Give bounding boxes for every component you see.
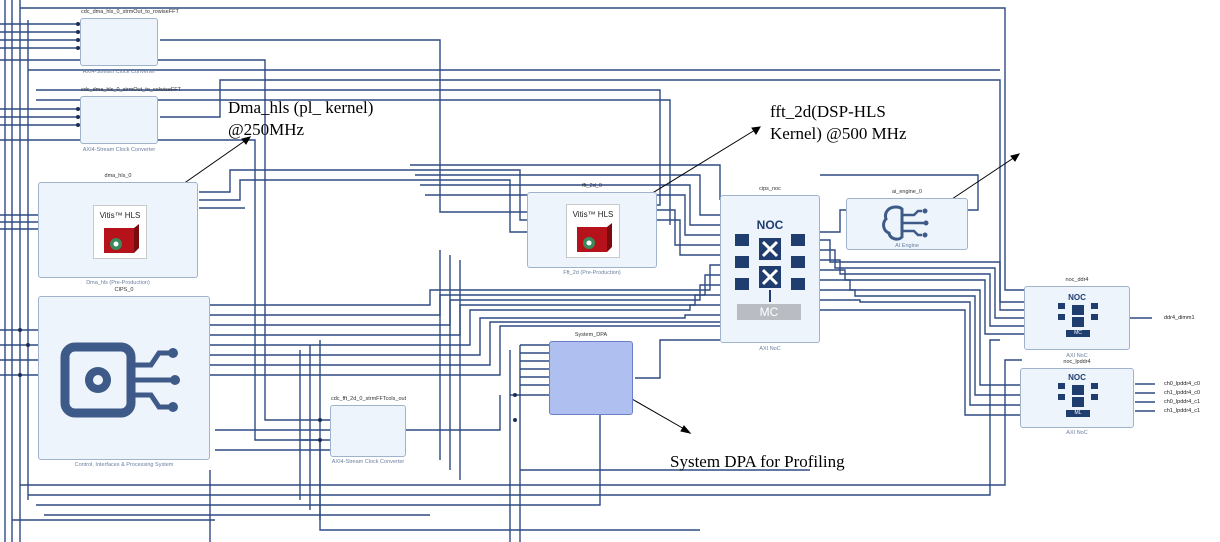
port-ch1-lpddr4-c1[interactable]: ch1_lpddr4_c1: [1164, 408, 1201, 414]
cdc-rowise-block[interactable]: cdc_dma_hls_0_strmOut_to_rowiseFFT AXI4-…: [80, 9, 179, 75]
noc-ddr4-label: NOC: [1068, 293, 1086, 302]
cdc-colwise-block[interactable]: cdc_dma_hls_0_strmOut_to_colwiseFFT AXI4…: [80, 87, 181, 153]
vitis-gear-icon: [104, 224, 139, 253]
vitis-hls-logo-text: Vitis™ HLS: [99, 211, 141, 220]
noc-ddr4-subtitle: AXI NoC: [1066, 353, 1088, 359]
annotation-dma-line1: Dma_hls (pl_ kernel): [228, 98, 374, 117]
noc-lpddr4-block[interactable]: noc_lpddr4 NOC ML AXI NoC: [1020, 359, 1134, 436]
dma-hls-name: dma_hls_0: [104, 173, 132, 179]
annotation-dpa: System DPA for Profiling: [670, 452, 845, 471]
noc-ddr4-block[interactable]: noc_ddr4 NOC MC AXI NoC: [1024, 277, 1130, 359]
ai-brain-icon: [882, 205, 929, 241]
fft-2d-name: fft_2d_0: [582, 183, 602, 189]
cips-block[interactable]: CIPS_0 Control, Interfaces & Processing …: [38, 287, 210, 468]
noc-lpddr4-label: NOC: [1068, 373, 1086, 382]
port-ch0-lpddr4-c0[interactable]: ch0_lpddr4_c0: [1164, 381, 1201, 387]
cdc-fft-out-name: cdc_fft_2d_0_strmFFTcols_out: [331, 396, 407, 402]
processor-chip-icon: [60, 342, 180, 418]
cdc-fft-out-subtitle: AXI4-Stream Clock Converter: [331, 459, 405, 465]
system-dpa-block[interactable]: System_DPA: [549, 332, 633, 415]
noc-switch-icon: [735, 234, 805, 302]
noc-lpddr4-switch-icon: [1058, 383, 1098, 417]
vitis-gear-icon-fft: [577, 223, 612, 252]
cips-noc-block[interactable]: cips_noc NOC MC AXI NoC: [720, 186, 820, 352]
vitis-hls-logo-text-fft: Vitis™ HLS: [572, 210, 614, 219]
cdc-colwise-subtitle: AXI4-Stream Clock Converter: [82, 147, 156, 153]
vitis-hls-logo: Vitis™ HLS: [93, 205, 147, 259]
annotation-dma: Dma_hls (pl_ kernel) @250MHz: [228, 97, 373, 141]
cdc-fft-out-block[interactable]: cdc_fft_2d_0_strmFFTcols_out AXI4-Stream…: [330, 396, 406, 465]
system-dpa-name: System_DPA: [574, 332, 608, 338]
annotation-dma-line2: @250MHz: [228, 120, 305, 139]
port-ch0-lpddr4-c1[interactable]: ch0_lpddr4_c1: [1164, 399, 1201, 405]
noc-lpddr4-subtitle: AXI NoC: [1066, 430, 1088, 436]
cips-noc-name: cips_noc: [759, 186, 781, 192]
annotation-fft: fft_2d(DSP-HLS Kernel) @500 MHz: [770, 101, 907, 145]
cips-name: CIPS_0: [114, 287, 134, 293]
noc-lpddr4-ml-label: ML: [1074, 410, 1082, 416]
cips-noc-subtitle: AXI NoC: [759, 346, 781, 352]
dma-hls-subtitle: Dma_hls (Pre-Production): [86, 280, 150, 286]
fft-2d-subtitle: Fft_2d (Pre-Production): [563, 270, 621, 276]
noc-lpddr4-name: noc_lpddr4: [1063, 359, 1091, 365]
cips-subtitle: Control, Interfaces & Processing System: [74, 462, 174, 468]
port-ch1-lpddr4-c0[interactable]: ch1_lpddr4_c0: [1164, 390, 1201, 396]
memory-controller-bar: MC: [737, 304, 801, 320]
ai-engine-block[interactable]: ai_engine_0 AI Engine: [846, 189, 968, 250]
noc-ddr4-switch-icon: [1058, 303, 1098, 337]
noc-ddr4-name: noc_ddr4: [1065, 277, 1089, 283]
fft-2d-block[interactable]: fft_2d_0 Vitis™ HLS Fft_2d (Pre-Producti…: [527, 183, 657, 276]
port-ddr4-dimm1[interactable]: ddr4_dimm1: [1164, 315, 1195, 321]
annotation-fft-line1: fft_2d(DSP-HLS: [770, 102, 886, 121]
ai-engine-name: ai_engine_0: [892, 189, 922, 195]
vitis-hls-logo-fft: Vitis™ HLS: [566, 204, 620, 258]
annotation-fft-line2: Kernel) @500 MHz: [770, 124, 907, 143]
cdc-colwise-name: cdc_dma_hls_0_strmOut_to_colwiseFFT: [81, 87, 181, 93]
cdc-rowise-name: cdc_dma_hls_0_strmOut_to_rowiseFFT: [81, 9, 179, 15]
noc-ddr4-mc-label: MC: [1074, 330, 1082, 336]
dma-hls-block[interactable]: dma_hls_0 Vitis™ HLS Dma_hls (Pre-Produc…: [38, 173, 198, 286]
cdc-rowise-subtitle: AXI4-Stream Clock Converter: [82, 69, 156, 75]
cips-noc-mc-label: MC: [759, 305, 779, 319]
ai-engine-subtitle: AI Engine: [895, 243, 919, 249]
cips-noc-label: NOC: [756, 218, 784, 232]
